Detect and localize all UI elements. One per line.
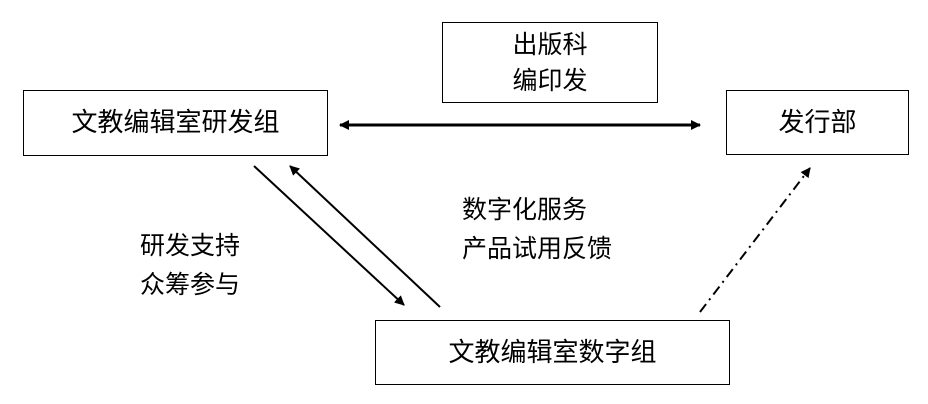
feedback-edge-label: 数字化服务 产品试用反馈 (462, 190, 612, 268)
support-edge-label-line2: 众筹参与 (140, 270, 241, 299)
publishing-node: 出版科 编印发 (442, 22, 658, 103)
arrow-research-to-digital (253, 165, 405, 306)
dashdot-arrow-digital-to-distribution (699, 167, 811, 313)
distribution-label: 发行部 (778, 107, 857, 138)
digital-group-node: 文教编辑室数字组 (375, 320, 730, 385)
support-edge-label-line1: 研发支持 (140, 231, 241, 260)
support-edge-label: 研发支持 众筹参与 (140, 226, 240, 304)
publishing-node-line2: 编印发 (512, 65, 588, 95)
research-group-label: 文教编辑室研发组 (71, 108, 280, 138)
arrow-digital-to-research (289, 165, 441, 308)
digital-group-label: 文教编辑室数字组 (448, 337, 657, 368)
publishing-node-line1: 出版科 (512, 29, 588, 59)
feedback-edge-label-line1: 数字化服务 (462, 195, 588, 224)
distribution-node: 发行部 (726, 90, 909, 155)
research-group-node: 文教编辑室研发组 (23, 90, 328, 156)
feedback-edge-label-line2: 产品试用反馈 (462, 234, 613, 263)
